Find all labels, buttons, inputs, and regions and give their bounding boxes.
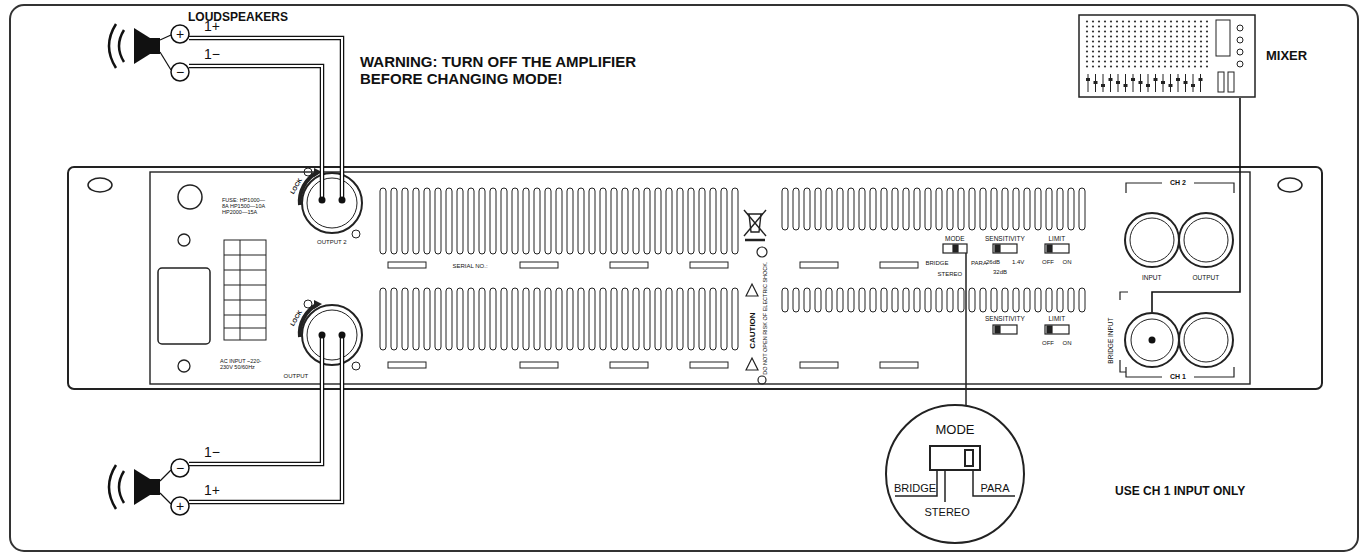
panel-label: OFF <box>1042 340 1054 347</box>
xlr-socket <box>1126 314 1178 366</box>
warning-note: WARNING: TURN OFF THE AMPLIFIER BEFORE C… <box>360 53 660 88</box>
panel-label: LIMIT <box>1049 315 1066 322</box>
node-heading: MIXER <box>1266 49 1307 63</box>
spec-table <box>224 240 266 340</box>
xlr-input-node: BRIDGE INPUT <box>1124 312 1180 368</box>
mixer-node: MIXER <box>1078 14 1340 98</box>
switch-position: STEREO <box>925 506 970 518</box>
rack-hole <box>88 178 112 192</box>
mode-callout: MODE BRIDGE STEREO PARA <box>885 404 1025 544</box>
screw <box>178 360 190 372</box>
loudspeaker <box>109 465 160 509</box>
terminal-label: 1+ <box>204 482 220 498</box>
xlr-connector <box>1125 213 1233 367</box>
screw <box>178 234 190 246</box>
recycle-bin-icon <box>744 210 766 240</box>
panel-label: 32dB <box>993 269 1007 276</box>
caution-triangle <box>746 358 758 370</box>
callout-heading: MODE <box>936 423 975 437</box>
panel-label: FUSE: HP1000—8A HP1500—10A HP2000—15A <box>222 197 268 216</box>
panel-label: SERIAL NO.: <box>453 263 488 270</box>
panel-label: 1.4V <box>1012 259 1024 266</box>
output-connector <box>300 300 362 370</box>
panel-label: ON <box>1063 340 1072 347</box>
panel-label: SENSITIVITY <box>985 235 1025 242</box>
section-heading: LOUDSPEAKERS <box>188 11 288 25</box>
panel-label: USE CH 1 INPUT ONLY <box>1115 485 1245 499</box>
speaker-wire <box>189 38 342 502</box>
panel-label: PARA <box>971 260 987 267</box>
vent-slots <box>380 188 1085 368</box>
connector-pin <box>319 197 346 339</box>
dip-switch <box>943 244 1069 334</box>
panel-label: INPUT <box>1142 274 1162 281</box>
power-inlet <box>158 268 210 344</box>
frame-border <box>10 5 1358 551</box>
terminal-label: 1+ <box>204 18 220 34</box>
panel-label: CH 2 <box>1170 179 1186 187</box>
polarity-sign: + <box>176 26 184 42</box>
panel-label: AC INPUT ~220-230V 50/60Hz <box>220 358 270 371</box>
panel-label: SENSITIVITY <box>985 315 1025 322</box>
polarity-sign: + <box>176 498 184 514</box>
panel-label: OUTPUT 2 <box>317 239 347 246</box>
rack-panel <box>68 167 1322 389</box>
panel-label: STEREO <box>938 271 963 278</box>
panel-label: OFF <box>1042 259 1054 266</box>
polarity-sign: − <box>176 64 184 80</box>
signal-cable <box>1152 98 1240 312</box>
panel-label: ON <box>1063 259 1072 266</box>
output-connector <box>300 168 362 238</box>
panel-label: MODE <box>945 235 965 242</box>
loudspeaker <box>109 24 160 68</box>
switch-position: BRIDGE <box>894 482 936 494</box>
panel-label: OUTPUT <box>284 373 309 380</box>
terminal-label: 1− <box>204 444 220 460</box>
callout-leader <box>965 253 967 406</box>
panel-label: 26dB <box>986 259 1000 266</box>
screw <box>757 247 767 257</box>
switch-position: PARA <box>981 482 1010 494</box>
panel-label: OUTPUT <box>1193 274 1220 281</box>
input-label: BRIDGE INPUT <box>1107 317 1114 363</box>
panel-body <box>150 172 1250 384</box>
panel-label: CH 1 <box>1170 373 1186 381</box>
caution-triangle <box>746 284 758 296</box>
panel-label: BRIDGE <box>926 260 949 267</box>
screw <box>758 376 766 384</box>
terminal-label: 1− <box>204 46 220 62</box>
panel-hole <box>178 185 202 209</box>
panel-label: LIMIT <box>1049 235 1066 242</box>
polarity-sign: − <box>176 460 184 476</box>
rack-hole <box>1278 178 1302 192</box>
panel-label: CAUTION <box>748 312 757 348</box>
panel-label: DO NOT OPEN RISK OF ELECTRIC SHOCK. <box>762 262 768 375</box>
terminal-circle <box>171 25 189 515</box>
mixer-symbol <box>1078 14 1256 98</box>
